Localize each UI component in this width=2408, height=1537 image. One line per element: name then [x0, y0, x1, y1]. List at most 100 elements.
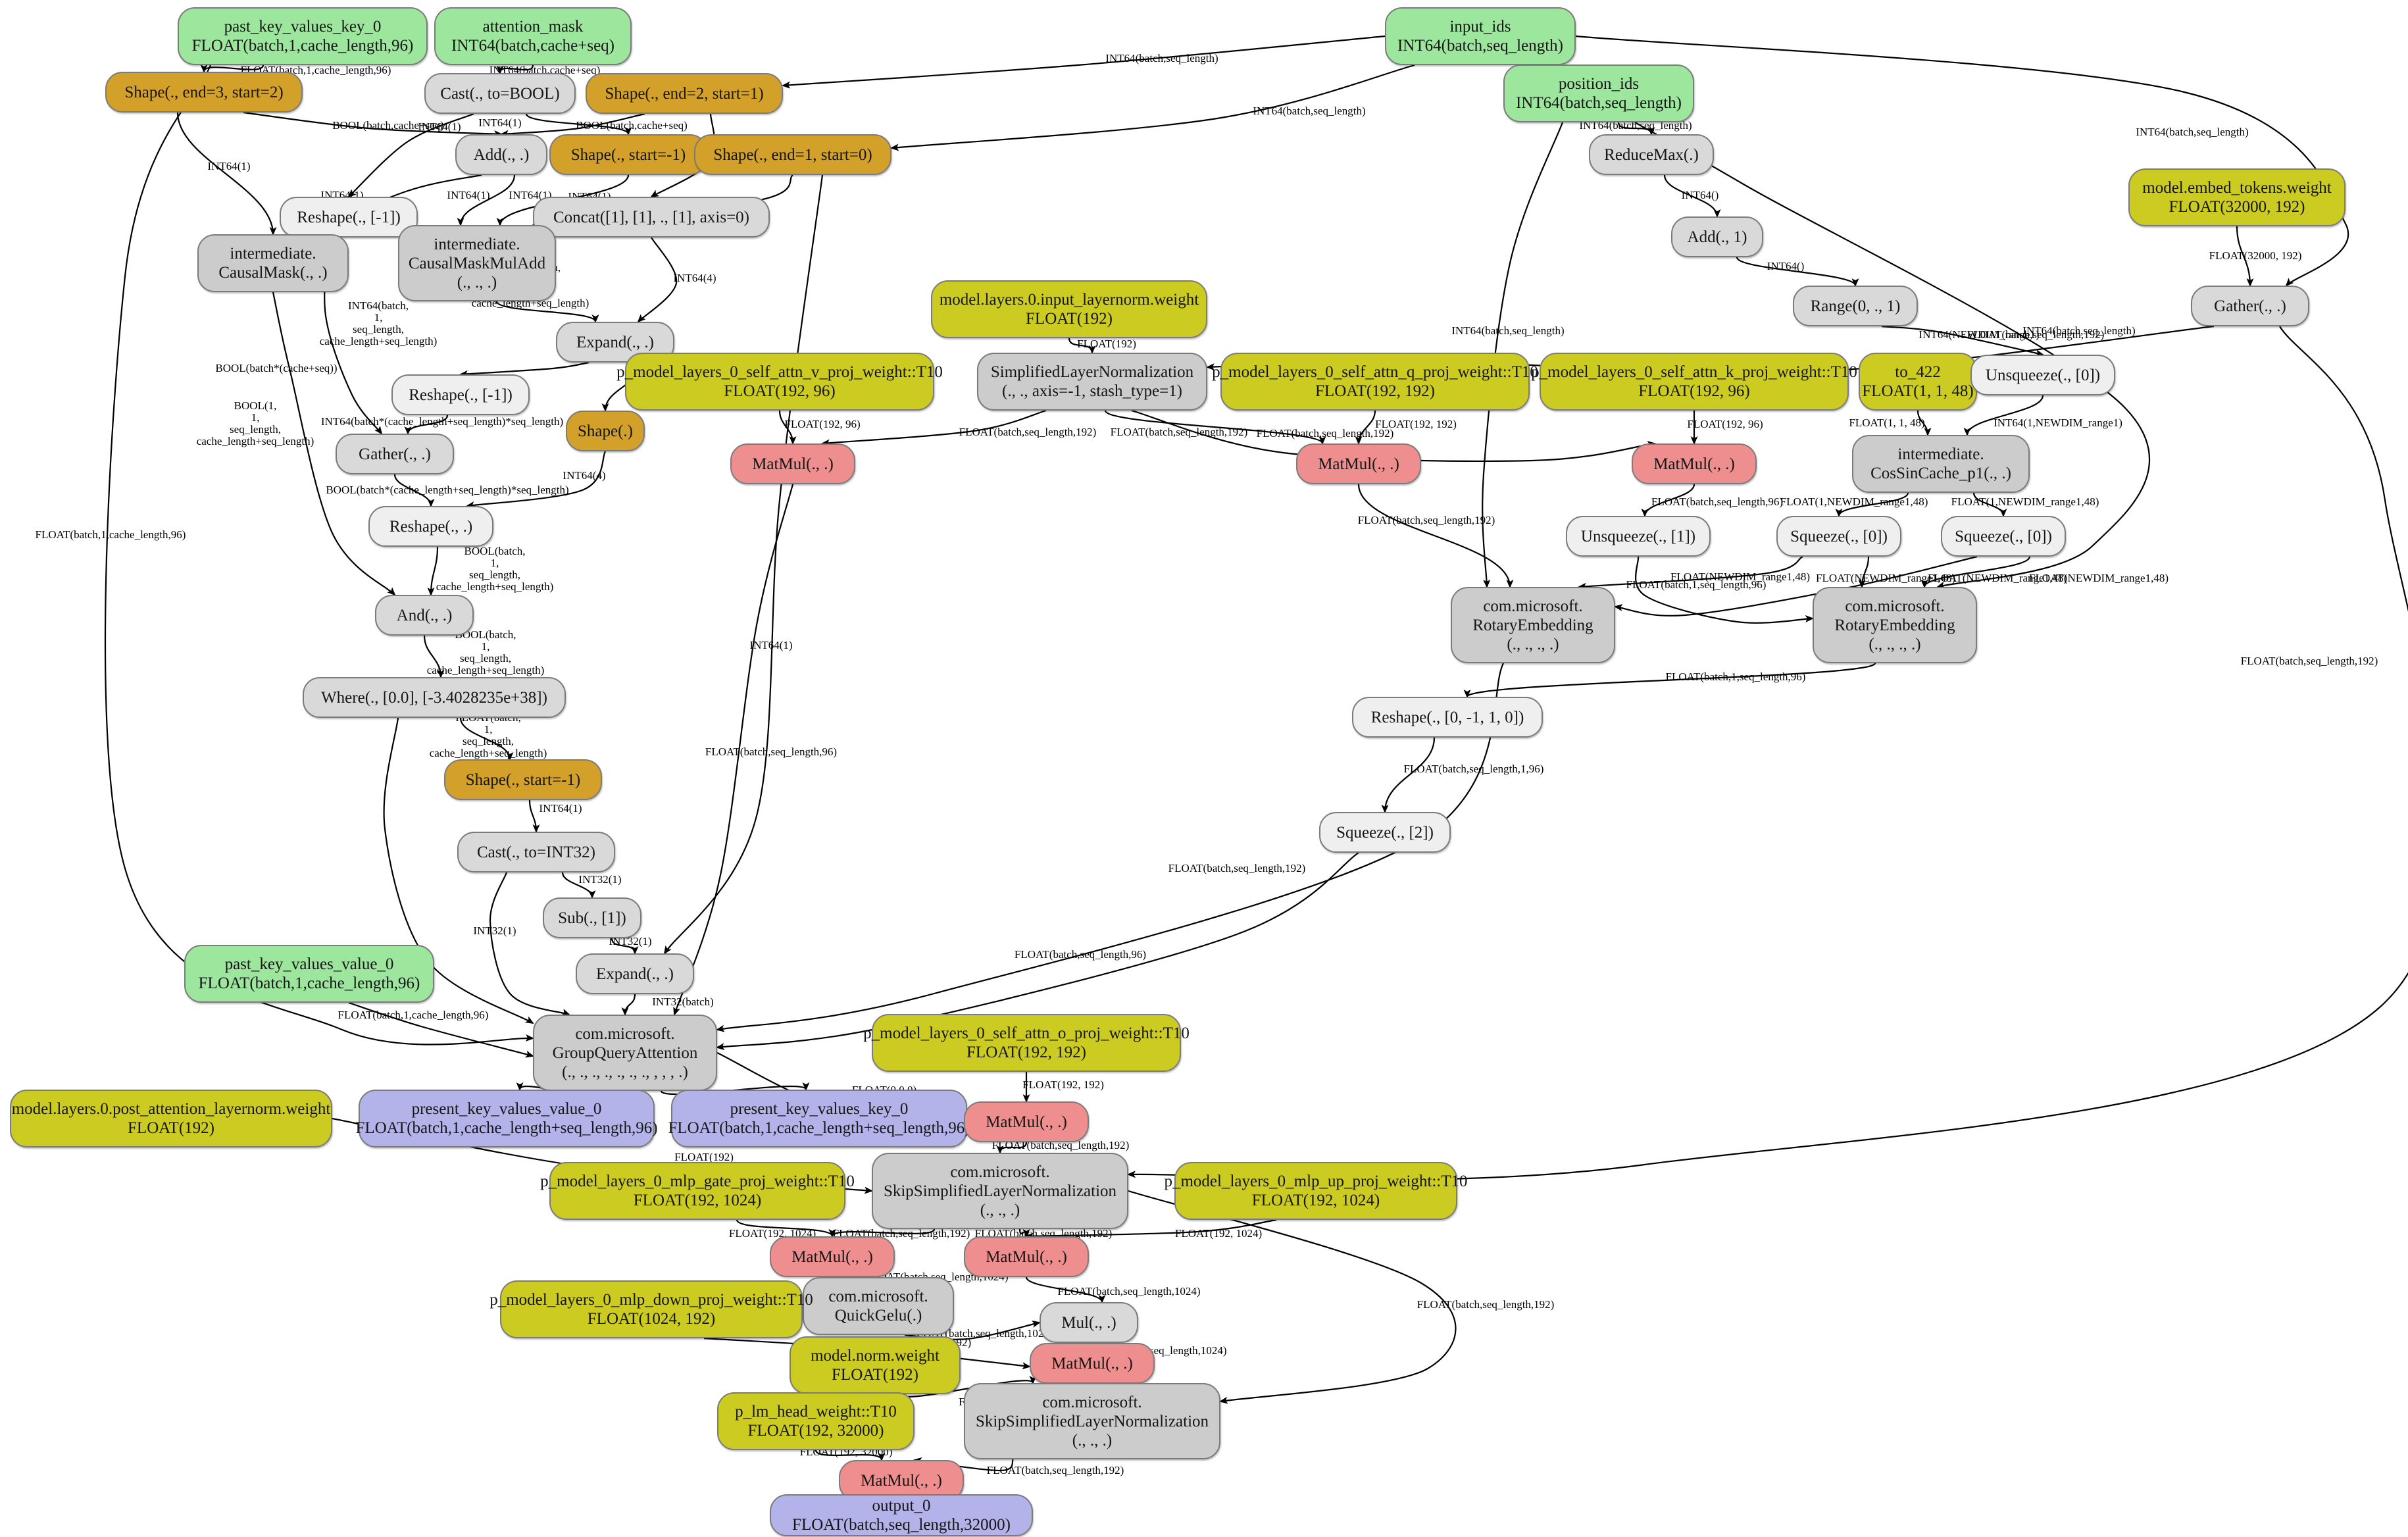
- node-shape-sm1b[interactable]: Shape(., start=-1): [444, 759, 602, 800]
- node-post-attn-w[interactable]: model.layers.0.post_attention_layernorm.…: [10, 1090, 332, 1147]
- node-label-line: (., ., .): [1072, 1431, 1113, 1449]
- edge-reducemax-to-add-1: [1663, 174, 1721, 218]
- node-cossin[interactable]: intermediate.CosSinCache_p1(., .): [1852, 435, 2030, 493]
- node-cast-i32[interactable]: Cast(., to=INT32): [457, 832, 615, 872]
- node-expand-b[interactable]: Expand(., .): [576, 953, 694, 994]
- edge-label: FLOAT(batch,seq_length,1,96): [1404, 763, 1544, 775]
- node-kw[interactable]: p_model_layers_0_self_attn_k_proj_weight…: [1531, 353, 1857, 411]
- node-label-line: present_key_values_value_0: [411, 1100, 602, 1118]
- node-matmul-o[interactable]: MatMul(., .): [964, 1101, 1089, 1142]
- edge-attn-mask-to-cast-bool: [496, 64, 534, 74]
- node-quickgelu[interactable]: com.microsoft.QuickGelu(.): [803, 1277, 954, 1335]
- node-add-1[interactable]: Add(., 1): [1671, 216, 1763, 257]
- node-o-w[interactable]: p_model_layers_0_self_attn_o_proj_weight…: [863, 1014, 1190, 1072]
- node-matmul-v[interactable]: MatMul(., .): [730, 443, 855, 484]
- edge-shape-e1s0-to-expand-b: [663, 174, 824, 955]
- node-range01[interactable]: Range(0, ., 1): [1793, 286, 1918, 326]
- node-label-line: MatMul(., .): [986, 1113, 1067, 1131]
- node-gqa[interactable]: com.microsoft.GroupQueryAttention(., ., …: [533, 1015, 717, 1091]
- node-mul[interactable]: Mul(., .): [1040, 1302, 1138, 1343]
- node-shape-e3s2[interactable]: Shape(., end=3, start=2): [105, 72, 303, 113]
- node-label-line: p_lm_head_weight::T10: [735, 1403, 897, 1421]
- node-label-line: SkipSimplifiedLayerNormalization: [883, 1182, 1117, 1200]
- edge-label: INT64(batch,seq_length): [1451, 324, 1564, 337]
- edge-label: INT32(1): [578, 873, 621, 886]
- edge-vw-to-matmul-v: [778, 410, 797, 445]
- node-up-w[interactable]: p_model_layers_0_mlp_up_proj_weight::T10…: [1164, 1162, 1468, 1220]
- node-rotary-l[interactable]: com.microsoft.RotaryEmbedding(., ., ., .…: [1451, 587, 1615, 663]
- node-matmul-d[interactable]: MatMul(., .): [1030, 1343, 1155, 1384]
- node-add-a[interactable]: Add(., .): [455, 134, 547, 175]
- node-label-line: FLOAT(192, 1024): [633, 1192, 762, 1209]
- edge-label: INT32(batch): [652, 995, 713, 1008]
- node-label-line: Range(0, ., 1): [1810, 297, 1901, 315]
- edge-label: FLOAT(batch,seq_length,1024): [1057, 1285, 1200, 1298]
- node-cast-bool[interactable]: Cast(., to=BOOL): [424, 73, 576, 114]
- node-shape-sm1a[interactable]: Shape(., start=-1): [549, 134, 707, 175]
- edge-label: INT64(1,NEWDIM_range1): [1994, 416, 2122, 429]
- edge-matmul-v-to-gqa: [673, 484, 794, 1016]
- node-reshape-b[interactable]: Reshape(., .): [368, 506, 493, 547]
- edge-unsq1-to-rotary-r: [1635, 556, 1814, 624]
- node-reducemax[interactable]: ReduceMax(.): [1589, 134, 1714, 175]
- node-label-line: Shape(., end=3, start=2): [124, 83, 284, 101]
- node-rotary-r[interactable]: com.microsoft.RotaryEmbedding(., ., ., .…: [1813, 587, 1977, 663]
- node-label-line: p_model_layers_0_mlp_gate_proj_weight::T…: [540, 1172, 855, 1190]
- node-vw[interactable]: p_model_layers_0_self_attn_v_proj_weight…: [616, 353, 943, 411]
- node-causalmask[interactable]: intermediate.CausalMask(., .): [197, 234, 349, 292]
- node-concat4[interactable]: Concat([1], [1], ., [1], axis=0): [533, 197, 770, 238]
- node-skipsln2[interactable]: com.microsoft.SkipSimplifiedLayerNormali…: [964, 1383, 1220, 1459]
- edge-range01-to-unsq0-r: [1881, 325, 2044, 357]
- node-cmma[interactable]: intermediate.CausalMaskMulAdd(., ., .): [398, 225, 556, 301]
- node-gather-l[interactable]: Gather(., .): [336, 434, 454, 474]
- edge-label: FLOAT(192, 96): [1687, 418, 1763, 430]
- node-matmul-g[interactable]: MatMul(., .): [770, 1236, 895, 1277]
- node-sq2[interactable]: Squeeze(., [2]): [1319, 812, 1451, 853]
- node-sln[interactable]: SimplifiedLayerNormalization(., ., axis=…: [977, 353, 1207, 411]
- node-gate-w[interactable]: p_model_layers_0_mlp_gate_proj_weight::T…: [540, 1162, 855, 1220]
- node-gather-r[interactable]: Gather(., .): [2191, 286, 2309, 326]
- node-sq0-a[interactable]: Squeeze(., [0]): [1776, 516, 1901, 557]
- node-sub1[interactable]: Sub(., [1]): [543, 897, 641, 938]
- node-unsq0-r[interactable]: Unsqueeze(., [0]): [1970, 355, 2115, 395]
- node-label-line: past_key_values_value_0: [224, 955, 394, 973]
- node-unsq1[interactable]: Unsqueeze(., [1]): [1566, 516, 1711, 557]
- node-shape-e2s1[interactable]: Shape(., end=2, start=1): [586, 73, 783, 114]
- node-skipsln1[interactable]: com.microsoft.SkipSimplifiedLayerNormali…: [872, 1153, 1128, 1229]
- node-label-line: Unsqueeze(., [1]): [1580, 527, 1696, 545]
- node-label-line: (., ., .): [980, 1201, 1020, 1219]
- node-sq0-b[interactable]: Squeeze(., [0]): [1941, 516, 2066, 557]
- edge-sq0-a-to-rotary-l: [1578, 555, 1803, 590]
- node-down-w[interactable]: p_model_layers_0_mlp_down_proj_weight::T…: [489, 1280, 813, 1338]
- node-shape-v[interactable]: Shape(.): [566, 411, 645, 451]
- node-qw[interactable]: p_model_layers_0_self_attn_q_proj_weight…: [1212, 353, 1538, 411]
- node-shape-e1s0[interactable]: Shape(., end=1, start=0): [694, 134, 891, 175]
- edge-embed-w-to-gather-r: [2236, 226, 2254, 287]
- node-matmul-q[interactable]: MatMul(., .): [1296, 443, 1421, 484]
- node-reshape-m1a[interactable]: Reshape(., [-1]): [280, 197, 418, 238]
- node-reshape-0110[interactable]: Reshape(., [0, -1, 1, 0]): [1352, 697, 1543, 738]
- edge-label: FLOAT(batch,seq_length,192): [1358, 514, 1495, 526]
- node-label-line: FLOAT(1, 1, 48): [1862, 382, 1974, 400]
- node-reshape-m1b[interactable]: Reshape(., [-1]): [391, 374, 530, 415]
- node-label-line: Gather(., .): [359, 445, 431, 463]
- edge-label: FLOAT(batch,1,seq_length,96): [1626, 578, 1767, 591]
- node-label-line: model.embed_tokens.weight: [2142, 179, 2332, 197]
- node-and-n[interactable]: And(., .): [375, 595, 474, 636]
- node-matmul-k[interactable]: MatMul(., .): [1632, 443, 1757, 484]
- node-where-n[interactable]: Where(., [0.0], [-3.4028235e+38]): [303, 677, 566, 718]
- node-matmul-u[interactable]: MatMul(., .): [964, 1236, 1089, 1277]
